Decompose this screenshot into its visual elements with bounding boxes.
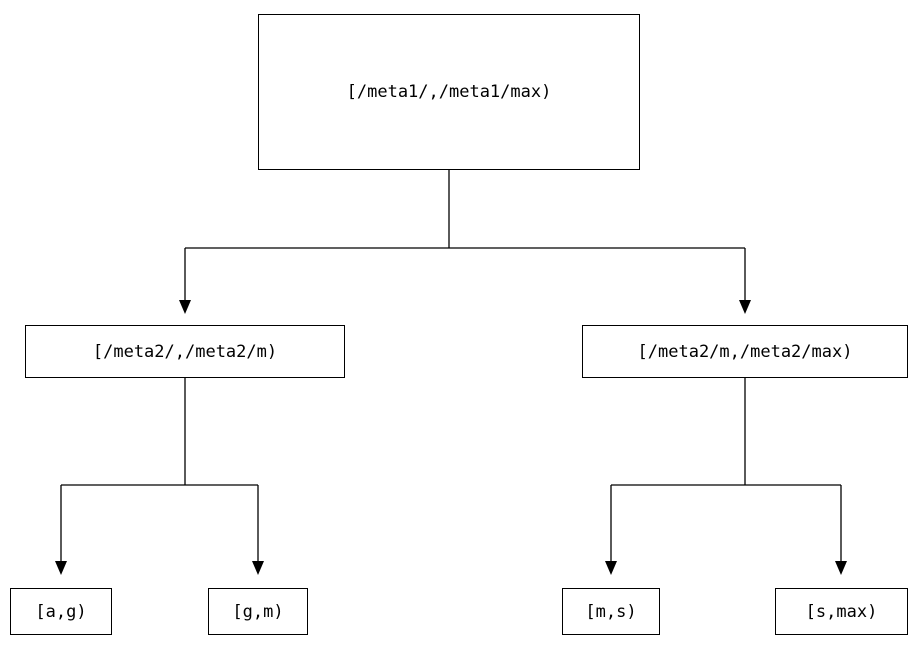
arrowhead-leaf-smax [835,561,847,575]
arrowhead-left-l2 [179,300,191,314]
tree-leaf-gm: [g,m) [208,588,308,635]
tree-leaf-ms: [m,s) [562,588,660,635]
tree-leaf-smax: [s,max) [775,588,908,635]
tree-node-meta2-left-label: [/meta2/,/meta2/m) [92,341,278,362]
tree-node-root-label: [/meta1/,/meta1/max) [346,82,552,102]
arrowhead-right-l2 [739,300,751,314]
arrowhead-leaf-ms [605,561,617,575]
tree-leaf-gm-label: [g,m) [232,601,284,622]
tree-leaf-ag-label: [a,g) [35,601,87,622]
arrowhead-leaf-ag [55,561,67,575]
tree-node-meta2-right: [/meta2/m,/meta2/max) [582,325,908,378]
tree-leaf-smax-label: [s,max) [805,601,878,622]
arrowhead-leaf-gm [252,561,264,575]
tree-node-meta2-left: [/meta2/,/meta2/m) [25,325,345,378]
tree-leaf-ag: [a,g) [10,588,112,635]
tree-node-root: [/meta1/,/meta1/max) [258,14,640,170]
tree-leaf-ms-label: [m,s) [585,601,637,622]
tree-node-meta2-right-label: [/meta2/m,/meta2/max) [637,341,853,362]
